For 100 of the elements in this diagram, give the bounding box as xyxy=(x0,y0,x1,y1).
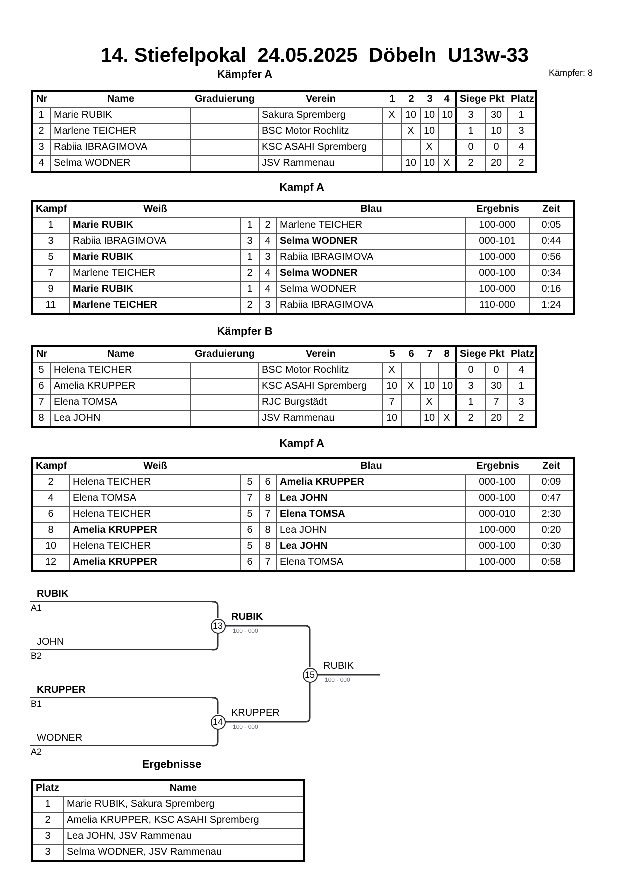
table-cell-text: 2 xyxy=(247,267,253,281)
column-header: Zeit xyxy=(542,203,560,217)
table-cell-text: 10 xyxy=(405,157,417,171)
table-cell-text: Marie RUBIK xyxy=(73,283,134,297)
table-cell-text: Rabiia IBRAGIMOVA xyxy=(54,141,148,155)
table-cell-text: 6 xyxy=(48,508,54,522)
table-cell-text: JSV Rammenau xyxy=(262,157,335,171)
table-cell-text: 10 xyxy=(45,540,57,554)
table-cell-text: 0 xyxy=(494,364,500,378)
table-cell-text: 2 xyxy=(38,125,44,139)
match-number: 13 xyxy=(212,621,223,631)
table-cell-text: Lea JOHN, JSV Rammenau xyxy=(67,830,192,844)
table-cell-text: 3 xyxy=(265,251,271,265)
table-cell-text: JSV Rammenau xyxy=(262,412,335,426)
table-cell-text: Selma WODNER xyxy=(280,283,357,297)
table-cell-text: Rabiia IBRAGIMOVA xyxy=(73,235,167,249)
table-cell-text: 1 xyxy=(45,798,51,812)
table-cell-text: X xyxy=(444,157,450,171)
table-cell-text: 10 xyxy=(442,109,454,123)
table-cell-text: X xyxy=(408,380,414,394)
bracket-connector xyxy=(226,682,311,723)
table-cell-text: 000-100 xyxy=(479,476,516,490)
table-cell-text: 2:30 xyxy=(542,508,562,522)
table-cell-text: 1 xyxy=(247,251,253,265)
table-cell-text: 10 xyxy=(386,380,398,394)
fighter-count: Kämpfer: 8 xyxy=(549,68,594,79)
edge-label: RUBIK xyxy=(232,612,264,624)
column-header: Nr xyxy=(36,93,48,107)
table-cell-text: 1 xyxy=(518,380,524,394)
section-heading: Kämpfer A xyxy=(217,69,273,82)
table-cell-text: 3 xyxy=(48,235,54,249)
table-cell-text: Rabiia IBRAGIMOVA xyxy=(280,299,374,313)
table-cell-text: 2 xyxy=(468,412,474,426)
table-cell-text: 0:58 xyxy=(542,556,562,570)
table-cell-text: 20 xyxy=(490,412,502,426)
pool-position: A1 xyxy=(31,603,42,613)
column-header: Kampf xyxy=(36,203,68,217)
table-cell-text: BSC Motor Rochlitz xyxy=(262,364,350,378)
table-cell-text: Amelia KRUPPER xyxy=(73,524,158,538)
table-cell-text: Amelia KRUPPER xyxy=(73,556,158,570)
table-cell-text: Helena TEICHER xyxy=(54,364,132,378)
table-cell-text: 8 xyxy=(265,524,271,538)
table-cell-text: 7 xyxy=(494,396,500,410)
bracket-connector xyxy=(318,674,380,676)
table-cell-text: 7 xyxy=(247,492,253,506)
table-cell-text: Lea JOHN xyxy=(280,524,327,538)
fighter-name: KRUPPER xyxy=(37,685,86,697)
pool-position: B2 xyxy=(31,651,42,661)
table-cell-text: X xyxy=(426,141,433,155)
table-cell-text: Rabiia IBRAGIMOVA xyxy=(280,251,374,265)
section-heading: Kampf A xyxy=(280,182,324,196)
table-cell-text: 4 xyxy=(265,267,271,281)
table-cell-text: Elena TOMSA xyxy=(54,396,118,410)
table-cell-text: Marie RUBIK xyxy=(54,109,112,123)
table-cell-text: 0 xyxy=(468,364,474,378)
table-cell-text: 4 xyxy=(265,283,271,297)
fighter-name: RUBIK xyxy=(37,589,69,601)
column-header: Weiß xyxy=(144,203,168,217)
table-cell-text: Lea JOHN xyxy=(280,540,328,554)
table-cell-text: 4 xyxy=(518,141,524,155)
table-cell-text: 3 xyxy=(468,380,474,394)
table-cell-text: 0 xyxy=(494,141,500,155)
table-cell-text: 6 xyxy=(247,556,253,570)
table-cell-text: 1 xyxy=(48,219,54,233)
column-header: 7 xyxy=(427,348,433,362)
table-cell-text: 100-000 xyxy=(479,219,516,233)
table-cell-text: 10 xyxy=(424,412,436,426)
column-header: Ergebnis xyxy=(476,203,520,217)
table-cell-text: 2 xyxy=(45,814,51,828)
table-cell-text: X xyxy=(388,364,396,378)
table-cell-text: 30 xyxy=(490,109,502,123)
table-cell-text: BSC Motor Rochlitz xyxy=(262,125,350,139)
table-cell-text: Lea JOHN xyxy=(54,412,101,426)
table-cell-text: 8 xyxy=(38,412,44,426)
table-cell-text: 4 xyxy=(518,364,524,378)
table-cell-text: X xyxy=(426,396,433,410)
table-cell-text: 10 xyxy=(386,412,398,426)
table-cell-text: Marie RUBIK xyxy=(73,251,134,265)
table-cell-text: 000-100 xyxy=(479,492,516,506)
table-cell-text: 3 xyxy=(38,141,44,155)
table-cell-text: 6 xyxy=(247,524,253,538)
bracket-connector xyxy=(226,625,311,668)
edge-label: KRUPPER xyxy=(232,708,280,720)
table-cell-text: 1 xyxy=(247,219,253,233)
table-cell-text: 0:44 xyxy=(542,235,562,249)
table-cell-text: 10 xyxy=(424,157,436,171)
column-header: Platz xyxy=(36,782,60,796)
section-heading: Ergebnisse xyxy=(142,759,202,772)
table-cell-text: 3 xyxy=(265,299,271,313)
column-header: Platz xyxy=(511,348,534,362)
table-cell-text: 10 xyxy=(424,380,436,394)
table-cell-text: Sakura Spremberg xyxy=(262,109,346,123)
table-cell-text: 10 xyxy=(424,125,436,139)
table-cell-text: 100-000 xyxy=(479,524,516,538)
fighter-name: JOHN xyxy=(37,637,64,649)
column-header: Blau xyxy=(360,203,382,217)
table-cell-text: 7 xyxy=(265,508,271,522)
table-cell-text: 3 xyxy=(45,830,51,844)
table-cell-text: 5 xyxy=(247,508,253,522)
table-cell-text: 0:16 xyxy=(542,283,562,297)
